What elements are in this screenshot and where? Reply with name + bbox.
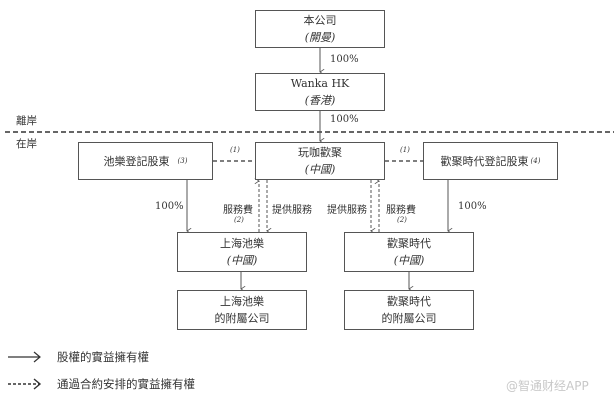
- huanju-shidai-subs-line2: 的附屬公司: [381, 312, 437, 325]
- wanka-hk-name: Wanka HK: [290, 77, 350, 90]
- huanju-shidai-box: 歡聚時代 (中國): [344, 232, 474, 272]
- chile-shareholders-name: 池樂登記股東: [103, 154, 170, 168]
- legend-contractual-ownership: 通過合約安排的實益擁有權: [57, 377, 195, 391]
- service-fee-left-note: (2): [234, 216, 244, 224]
- wanka-hk-box: Wanka HK (香港): [255, 73, 385, 111]
- ownership-label-hk-wanka: 100%: [330, 114, 359, 125]
- note-left-link: (1): [230, 146, 240, 154]
- shanghai-chile-name: 上海池樂: [220, 237, 264, 250]
- provide-service-right-label: 提供服務: [327, 205, 367, 216]
- company-box: 本公司 (開曼): [255, 10, 385, 48]
- provide-service-left-label: 提供服務: [272, 205, 312, 216]
- legend-equity-ownership: 股權的實益擁有權: [57, 350, 149, 364]
- service-fee-left-label: 服務費: [223, 205, 253, 216]
- wanka-prc-jurisdiction: (中國): [304, 163, 336, 176]
- wanka-prc-box: 玩咖歡聚 (中國): [255, 142, 385, 180]
- huanju-shidai-subs-line1: 歡聚時代: [387, 295, 431, 308]
- shanghai-chile-subs-line1: 上海池樂: [220, 295, 264, 308]
- company-name: 本公司: [303, 14, 337, 27]
- onshore-label: 在岸: [16, 138, 37, 150]
- ownership-label-chile: 100%: [155, 201, 184, 212]
- ownership-label-huanju: 100%: [458, 201, 487, 212]
- huanju-shareholders-note: (4): [530, 156, 541, 165]
- chile-shareholders-note: (3): [177, 156, 188, 165]
- ownership-label-company-hk: 100%: [330, 54, 359, 65]
- service-fee-right-note: (2): [397, 216, 407, 224]
- watermark: @智通财经APP: [506, 379, 589, 393]
- huanju-shidai-name: 歡聚時代: [387, 237, 431, 250]
- note-right-link: (1): [400, 146, 410, 154]
- chile-shareholders-box: 池樂登記股東 (3): [78, 142, 213, 180]
- huanju-shareholders-name: 歡聚時代登記股東: [440, 154, 529, 168]
- shanghai-chile-subsidiaries-box: 上海池樂 的附屬公司: [177, 290, 307, 330]
- company-jurisdiction: (開曼): [304, 31, 336, 44]
- shanghai-chile-jurisdiction: (中國): [226, 254, 258, 267]
- huanju-shidai-jurisdiction: (中國): [393, 254, 425, 267]
- offshore-label: 離岸: [16, 115, 37, 127]
- huanju-shareholders-box: 歡聚時代登記股東 (4): [423, 142, 558, 180]
- huanju-shidai-subsidiaries-box: 歡聚時代 的附屬公司: [344, 290, 474, 330]
- wanka-prc-name: 玩咖歡聚: [298, 146, 342, 159]
- wanka-hk-jurisdiction: (香港): [304, 94, 336, 107]
- service-fee-right-label: 服務費: [386, 205, 416, 216]
- shanghai-chile-subs-line2: 的附屬公司: [214, 312, 270, 325]
- shanghai-chile-box: 上海池樂 (中國): [177, 232, 307, 272]
